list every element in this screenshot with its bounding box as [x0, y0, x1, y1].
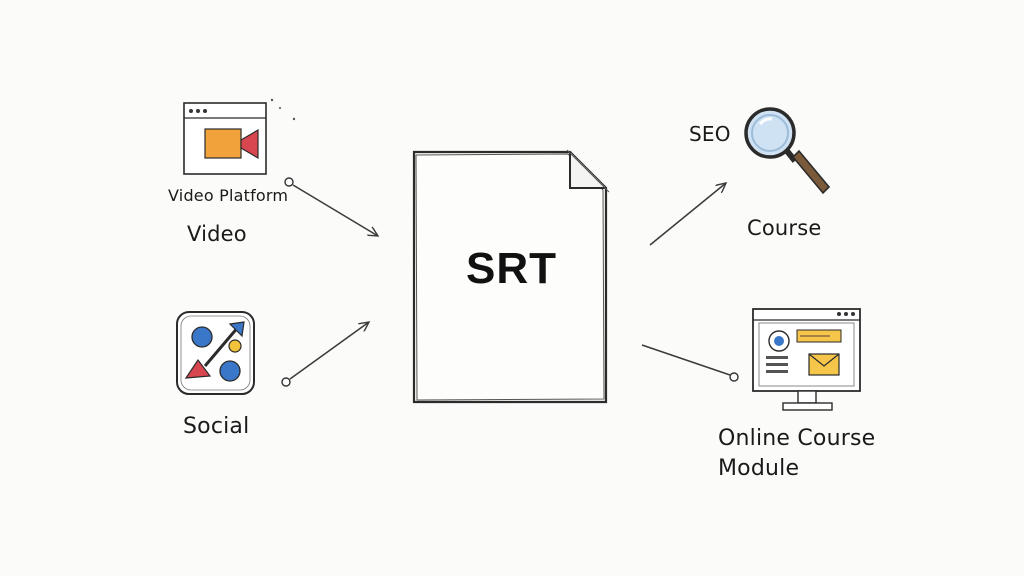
arrow-srt-to-seo	[649, 183, 726, 246]
course-label: Course	[747, 216, 822, 240]
video-platform-label: Video Platform	[168, 186, 289, 205]
video-platform-icon	[183, 98, 296, 175]
seo-label: SEO	[689, 122, 731, 146]
online-course-module-label: Online Course Module	[718, 426, 876, 481]
social-share-icon	[176, 311, 255, 395]
arrow-video-to-srt	[284, 177, 378, 236]
arrow-social-to-srt	[281, 322, 369, 387]
monitor-course-icon	[752, 308, 861, 411]
arrow-srt-to-module	[641, 344, 739, 382]
video-label: Video	[187, 222, 247, 246]
social-label: Social	[183, 414, 250, 439]
srt-label: SRT	[466, 244, 557, 293]
srt-document	[412, 149, 610, 404]
magnifying-glass-icon	[744, 107, 831, 195]
